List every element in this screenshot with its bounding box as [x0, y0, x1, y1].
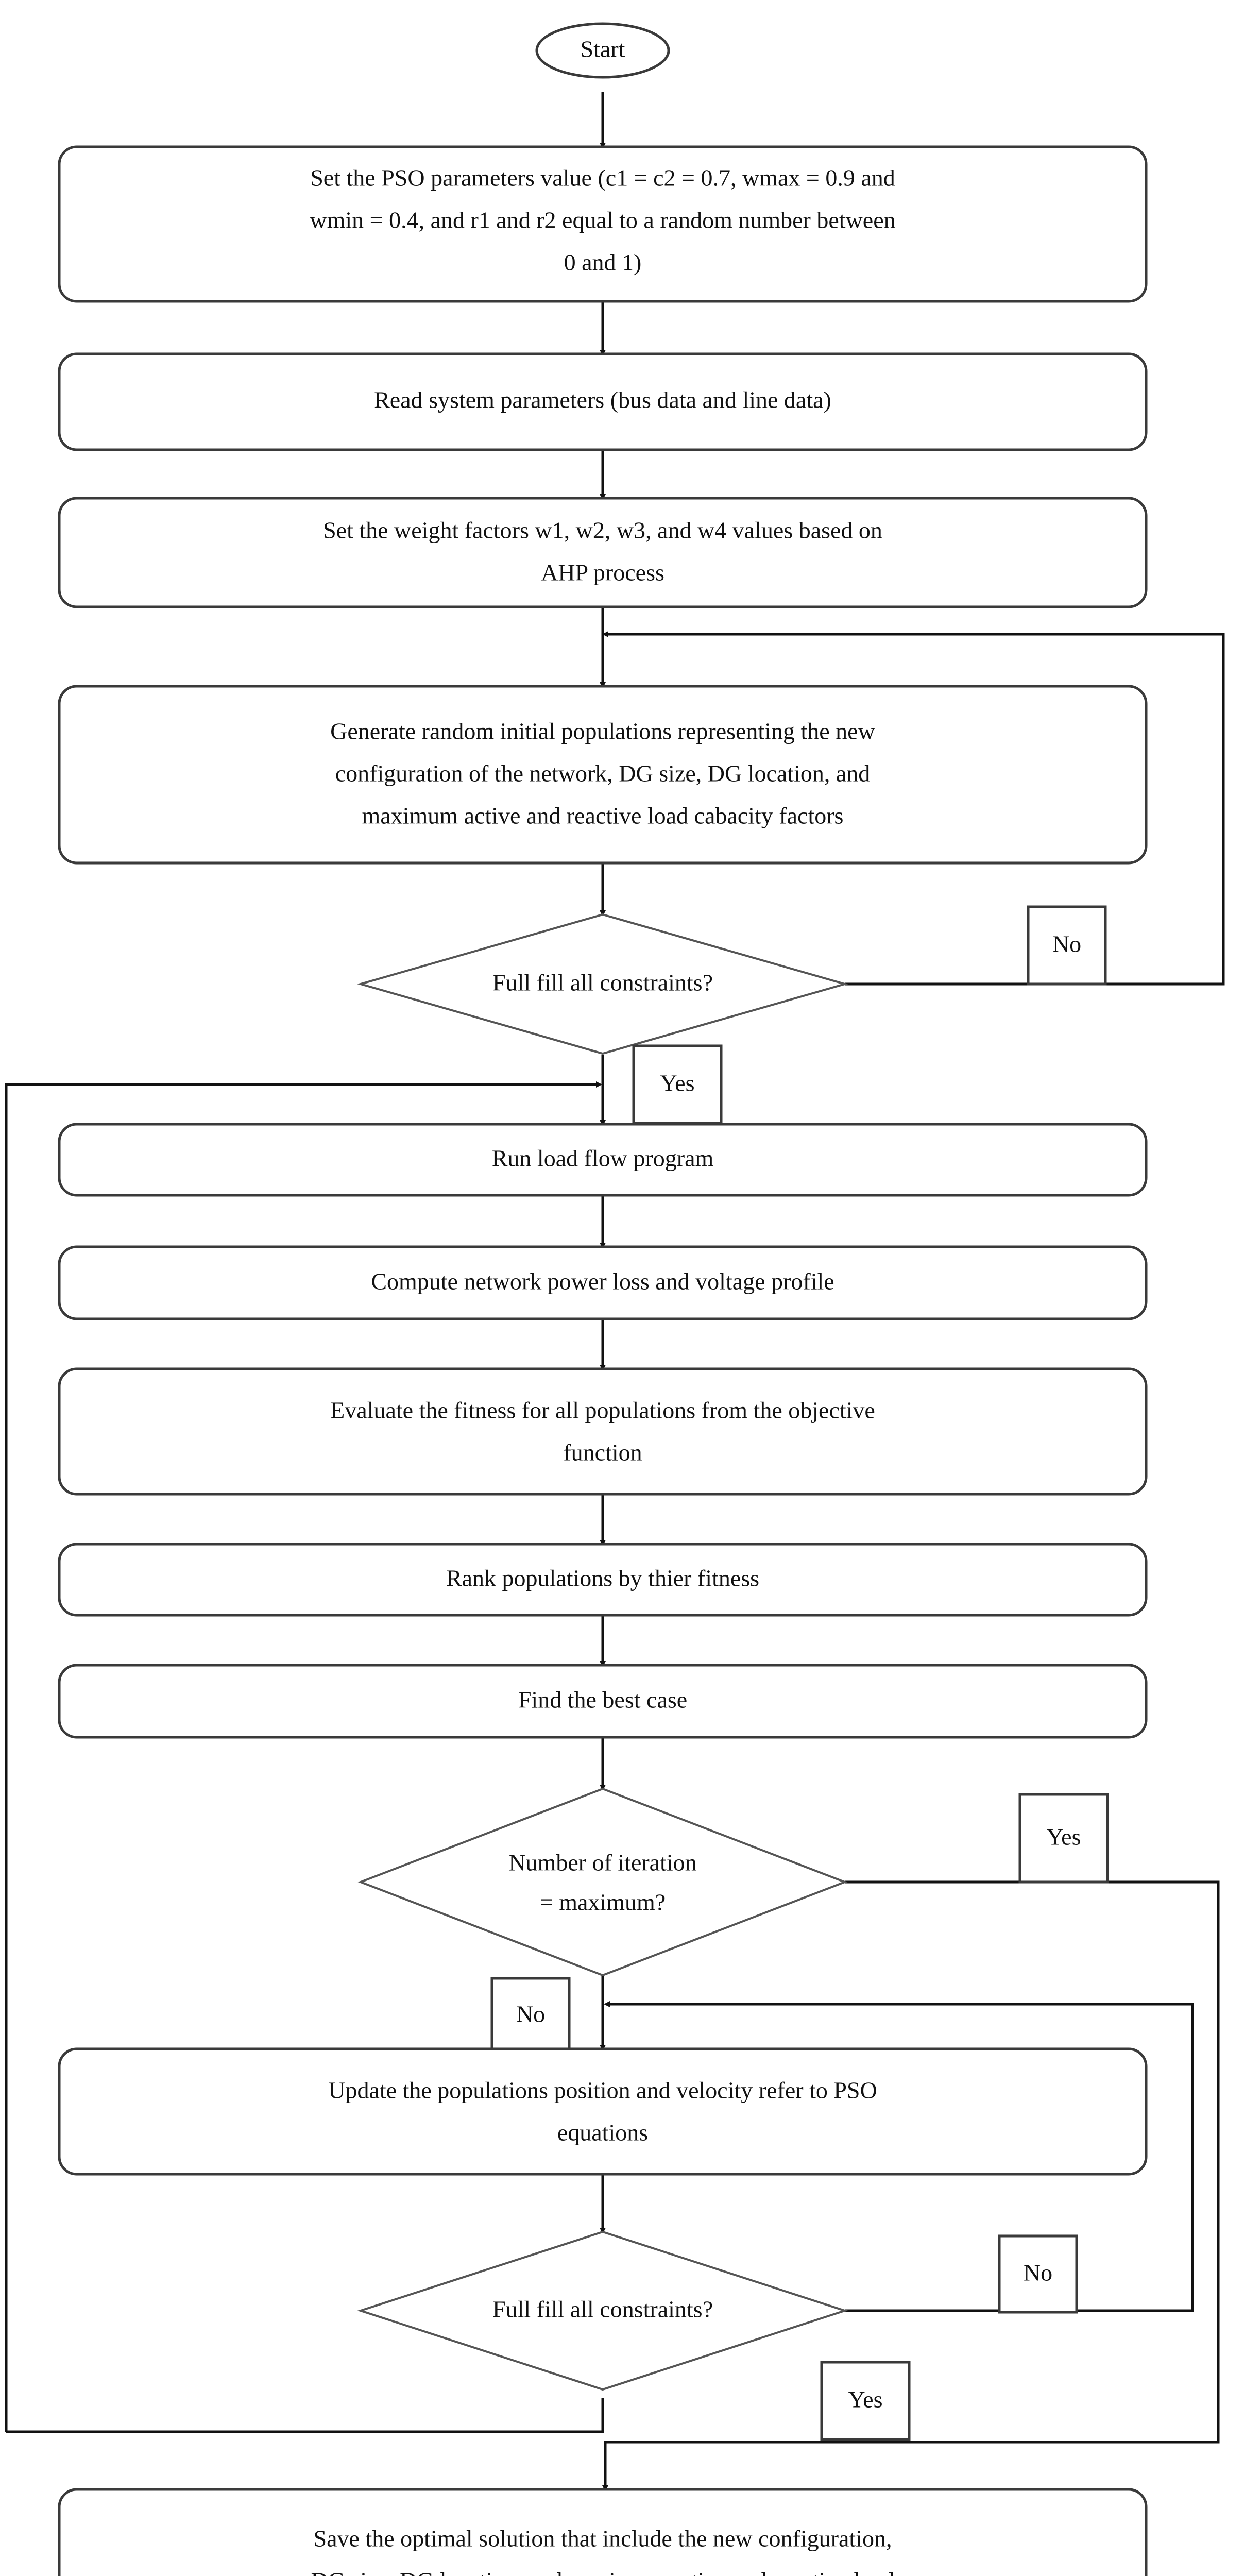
edge-label-iteration-yes: Yes [1018, 1793, 1109, 1884]
node-generate-pop-line-3: maximum active and reactive load cabacit… [362, 803, 844, 829]
edge-iteration-yes-to-save [602, 1880, 1220, 2492]
node-update-pop-line-2: equations [557, 2120, 648, 2146]
edge-label-constraints-1-no-text: No [1052, 931, 1081, 957]
edge-label-constraints-2-yes-text: Yes [848, 2386, 883, 2413]
node-save-solution: Save the optimal solution that include t… [58, 2488, 1148, 2576]
node-generate-pop-line-1: Generate random initial populations repr… [330, 718, 875, 744]
node-rank-pop-line-1: Rank populations by thier fitness [446, 1565, 759, 1591]
node-update-pop-line-1: Update the populations position and velo… [328, 2077, 877, 2104]
node-evaluate-fitness: Evaluate the fitness for all populations… [58, 1367, 1148, 1496]
node-run-load-flow-line-1: Run load flow program [492, 1145, 714, 1172]
node-find-best: Find the best case [58, 1664, 1148, 1739]
node-run-load-flow: Run load flow program [58, 1123, 1148, 1197]
node-generate-pop-line-2: configuration of the network, DG size, D… [335, 760, 871, 787]
edge-label-iteration-no: No [490, 1977, 571, 2055]
node-set-pso-line-3: 0 and 1) [564, 249, 642, 276]
node-set-weights-line-1: Set the weight factors w1, w2, w3, and w… [323, 517, 882, 544]
node-evaluate-fitness-line-1: Evaluate the fitness for all populations… [330, 1397, 875, 1423]
node-read-params-line-1: Read system parameters (bus data and lin… [374, 387, 831, 413]
node-constraints-1-label: Full fill all constraints? [492, 970, 713, 996]
edge-constraints-2-yes-loop [5, 1081, 602, 2432]
node-compute-loss: Compute network power loss and voltage p… [58, 1245, 1148, 1320]
node-compute-loss-line-1: Compute network power loss and voltage p… [371, 1268, 834, 1295]
node-set-pso: Set the PSO parameters value (c1 = c2 = … [58, 145, 1148, 303]
node-iteration-check-line-1: Number of iteration [508, 1850, 696, 1876]
node-set-weights-line-2: AHP process [541, 560, 664, 586]
node-start-label: Start [581, 36, 625, 62]
node-constraints-2-label: Full fill all constraints? [492, 2296, 713, 2323]
edge-label-constraints-1-yes: Yes [632, 1044, 723, 1125]
node-rank-pop: Rank populations by thier fitness [58, 1543, 1148, 1617]
node-constraints-1: Full fill all constraints? [356, 913, 849, 1055]
edge-label-iteration-yes-text: Yes [1047, 1824, 1081, 1850]
edge-label-constraints-2-yes: Yes [820, 2361, 911, 2441]
node-iteration-check: Number of iteration = maximum? [357, 1787, 848, 1977]
node-save-solution-line-1: Save the optimal solution that include t… [314, 2526, 892, 2552]
node-generate-pop: Generate random initial populations repr… [58, 685, 1148, 865]
node-iteration-check-line-2: = maximum? [540, 1889, 666, 1916]
edge-label-constraints-2-no-text: No [1024, 2260, 1052, 2286]
node-start: Start [535, 22, 670, 79]
edge-constraints-2-yes-down [6, 2398, 604, 2433]
node-set-pso-line-1: Set the PSO parameters value (c1 = c2 = … [310, 165, 895, 191]
node-evaluate-fitness-line-2: function [563, 1439, 642, 1466]
edge-label-constraints-1-no: No [1027, 905, 1107, 986]
edge-label-iteration-no-text: No [516, 2001, 545, 2027]
node-update-pop: Update the populations position and velo… [58, 2047, 1148, 2176]
node-constraints-2: Full fill all constraints? [357, 2230, 848, 2391]
node-set-pso-line-2: wmin = 0.4, and r1 and r2 equal to a ran… [310, 207, 895, 233]
node-read-params: Read system parameters (bus data and lin… [58, 352, 1148, 451]
edge-label-constraints-2-no: No [998, 2234, 1078, 2314]
connectors [5, 92, 1225, 2492]
node-find-best-line-1: Find the best case [518, 1687, 687, 1713]
edge-label-constraints-1-yes-text: Yes [660, 1070, 695, 1096]
node-set-weights: Set the weight factors w1, w2, w3, and w… [58, 497, 1148, 608]
node-save-solution-line-2: DG size, DG location, and maximum active… [311, 2568, 895, 2576]
